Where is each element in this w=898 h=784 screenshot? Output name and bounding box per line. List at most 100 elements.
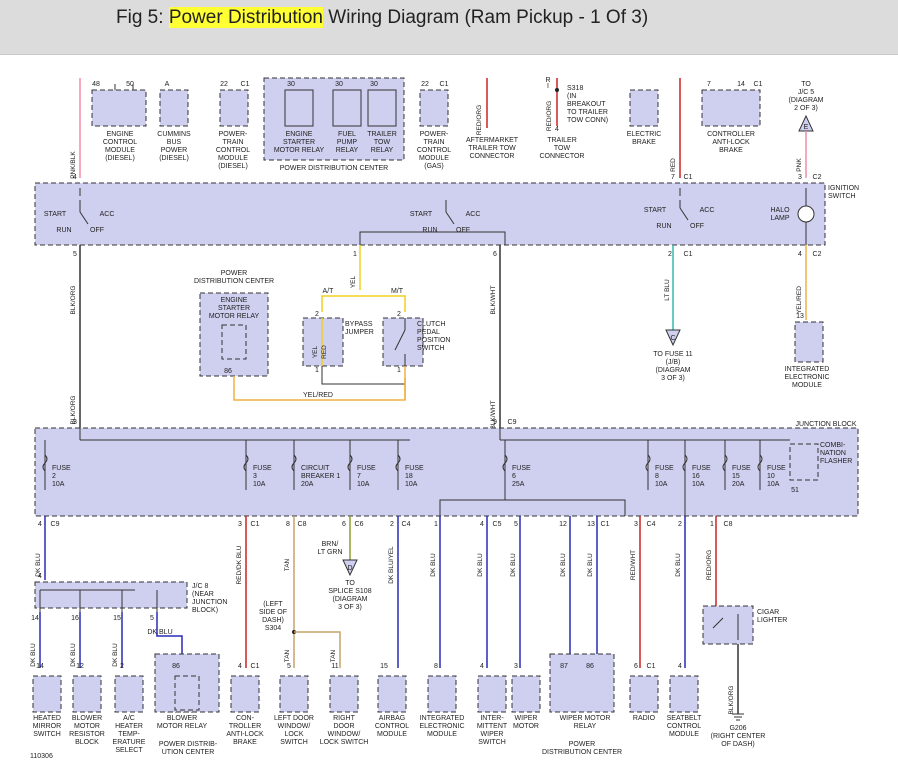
- bottom-component-label: BLOWER: [167, 715, 197, 722]
- relay-label: TOW: [374, 139, 391, 146]
- bottom-component-label: DOOR: [334, 723, 355, 730]
- clutch-label: CLUTCH: [417, 321, 445, 328]
- fuse-label: FUSE: [655, 465, 674, 472]
- pdc-mid-title: DISTRIBUTION CENTER: [194, 278, 274, 285]
- out-pin: 6: [342, 521, 346, 528]
- cab-label: ANTI-LOCK: [712, 139, 750, 146]
- tan-branch: [294, 631, 341, 668]
- bottom-component-label: HEATED: [33, 715, 61, 722]
- wire-line: [712, 617, 724, 629]
- ground-label: (RIGHT CENTER: [711, 733, 766, 740]
- s304-label: DASH): [262, 617, 284, 624]
- page-title: Fig 5: Power Distribution Wiring Diagram…: [116, 7, 648, 29]
- engine-starter-relay-label: STARTER: [218, 305, 250, 312]
- wire-red-org-label: RED/ORG: [706, 550, 713, 580]
- bottom-component-box: [629, 675, 659, 713]
- blk-org-label-2: BLK/ORG: [70, 396, 77, 425]
- clutch-pin: 1: [397, 367, 401, 374]
- bottom-component-label: SWITCH: [280, 739, 308, 746]
- ground-label: G206: [729, 725, 746, 732]
- bottom-component-label: BRAKE: [233, 739, 257, 746]
- brn-label: BRN/: [322, 541, 339, 548]
- at-mt-wire: [321, 295, 406, 312]
- jc8-label: J/C 8: [192, 583, 208, 590]
- jc5-label: 2 OF 3): [794, 105, 818, 112]
- s318-label: TO TRAILER: [567, 109, 608, 116]
- wire-dk-blu-7-label: DK BLU: [675, 553, 682, 577]
- fuse11-arrow: [665, 329, 681, 347]
- fuse-label: 16: [692, 473, 700, 480]
- bottom-pin: 14: [36, 663, 44, 670]
- relay-label: PUMP: [337, 139, 358, 146]
- cigar-label: CIGAR: [757, 609, 779, 616]
- flasher-label: FLASHER: [820, 458, 852, 465]
- blower-relay-wire-label: DK BLU: [147, 629, 172, 636]
- s318-label: BREAKOUT: [567, 101, 606, 108]
- fuse-symbol: [243, 454, 249, 472]
- fuse11-label: TO FUSE 11: [653, 351, 693, 358]
- fuse-label: 10A: [405, 481, 418, 488]
- wire-red-wht-label: RED/WHT: [630, 550, 637, 580]
- fuse-label: 20A: [301, 481, 314, 488]
- wire-dk-blu-yel-label: DK BLU/YEL: [388, 546, 395, 584]
- fuse-label: 10A: [357, 481, 370, 488]
- fuse-symbol: [645, 454, 651, 472]
- cab-label: CONTROLLER: [707, 131, 755, 138]
- bottom-component-label: CONTROL: [375, 723, 409, 730]
- bypass-wire-label: YEL: [312, 345, 319, 358]
- bottom-component-label: WIPER: [515, 715, 538, 722]
- out-pin: C1: [251, 521, 260, 528]
- yel-red-right-label: YEL/RED: [796, 286, 803, 314]
- s304-label: (LEFT: [263, 601, 283, 608]
- ecm-label: (DIESEL): [105, 155, 135, 162]
- fuse-label: FUSE: [357, 465, 376, 472]
- pin-4: 4: [798, 251, 802, 258]
- bottom-component-box: [377, 675, 407, 713]
- bottom-component-label: ANTI-LOCK: [226, 731, 264, 738]
- fuse11-label: (DIAGRAM: [656, 367, 691, 374]
- pdc-bottom2-box: [549, 653, 615, 713]
- s318-label: (IN: [567, 93, 576, 100]
- fuse-label: FUSE: [692, 465, 711, 472]
- switch-3: RUN: [656, 223, 671, 230]
- pdc-caption: POWER DISTRIBUTION CENTER: [280, 165, 389, 172]
- fuse-label: 10: [767, 473, 775, 480]
- cigar-label: LIGHTER: [757, 617, 787, 624]
- out-pin: C1: [601, 521, 610, 528]
- bottom-component-box: [511, 675, 541, 713]
- bottom-pin: 87: [560, 663, 568, 670]
- switch-2: RUN: [422, 227, 437, 234]
- bottom-component-label: SWITCH: [33, 731, 61, 738]
- cab-pin: 14: [737, 81, 745, 88]
- out-pin: C6: [355, 521, 364, 528]
- relay-pin-86: 86: [224, 368, 232, 375]
- jc5-letter: E: [804, 124, 809, 131]
- pcm-diesel-box: [219, 89, 249, 127]
- fuse11-label: 3 OF 3): [661, 375, 685, 382]
- fuse-label: CIRCUIT: [301, 465, 330, 472]
- bottom-component-box: [114, 675, 144, 713]
- s108-label: (DIAGRAM: [333, 596, 368, 603]
- wire-dk-blu-2-label: DK BLU: [430, 553, 437, 577]
- aftermarket-label: TRAILER TOW: [468, 145, 516, 152]
- fuse-label: FUSE: [405, 465, 424, 472]
- pcm-pin: 22: [220, 81, 228, 88]
- bottom-component-box: [329, 675, 359, 713]
- relay-box: [367, 89, 397, 127]
- cummins-box: [159, 89, 189, 127]
- bottom-component-label: MOTOR: [74, 723, 100, 730]
- engine-starter-relay-label: MOTOR RELAY: [209, 313, 260, 320]
- fuse-label: 20A: [732, 481, 745, 488]
- bottom-component-label: RESISTOR: [69, 731, 105, 738]
- ign-link: [359, 231, 506, 245]
- pcm-gas-pin: 22: [421, 81, 429, 88]
- trailer-conn-label: CONNECTOR: [540, 153, 585, 160]
- flasher-box: [789, 443, 819, 481]
- blk-wht-label: BLK/WHT: [490, 286, 497, 315]
- fuse-label: 10A: [692, 481, 705, 488]
- jc8-label: JUNCTION: [192, 599, 227, 606]
- fuse-symbol: [682, 454, 688, 472]
- fuse-symbol: [347, 454, 353, 472]
- bottom-component-label: TROLLER: [229, 723, 261, 730]
- fuse-label: FUSE: [767, 465, 786, 472]
